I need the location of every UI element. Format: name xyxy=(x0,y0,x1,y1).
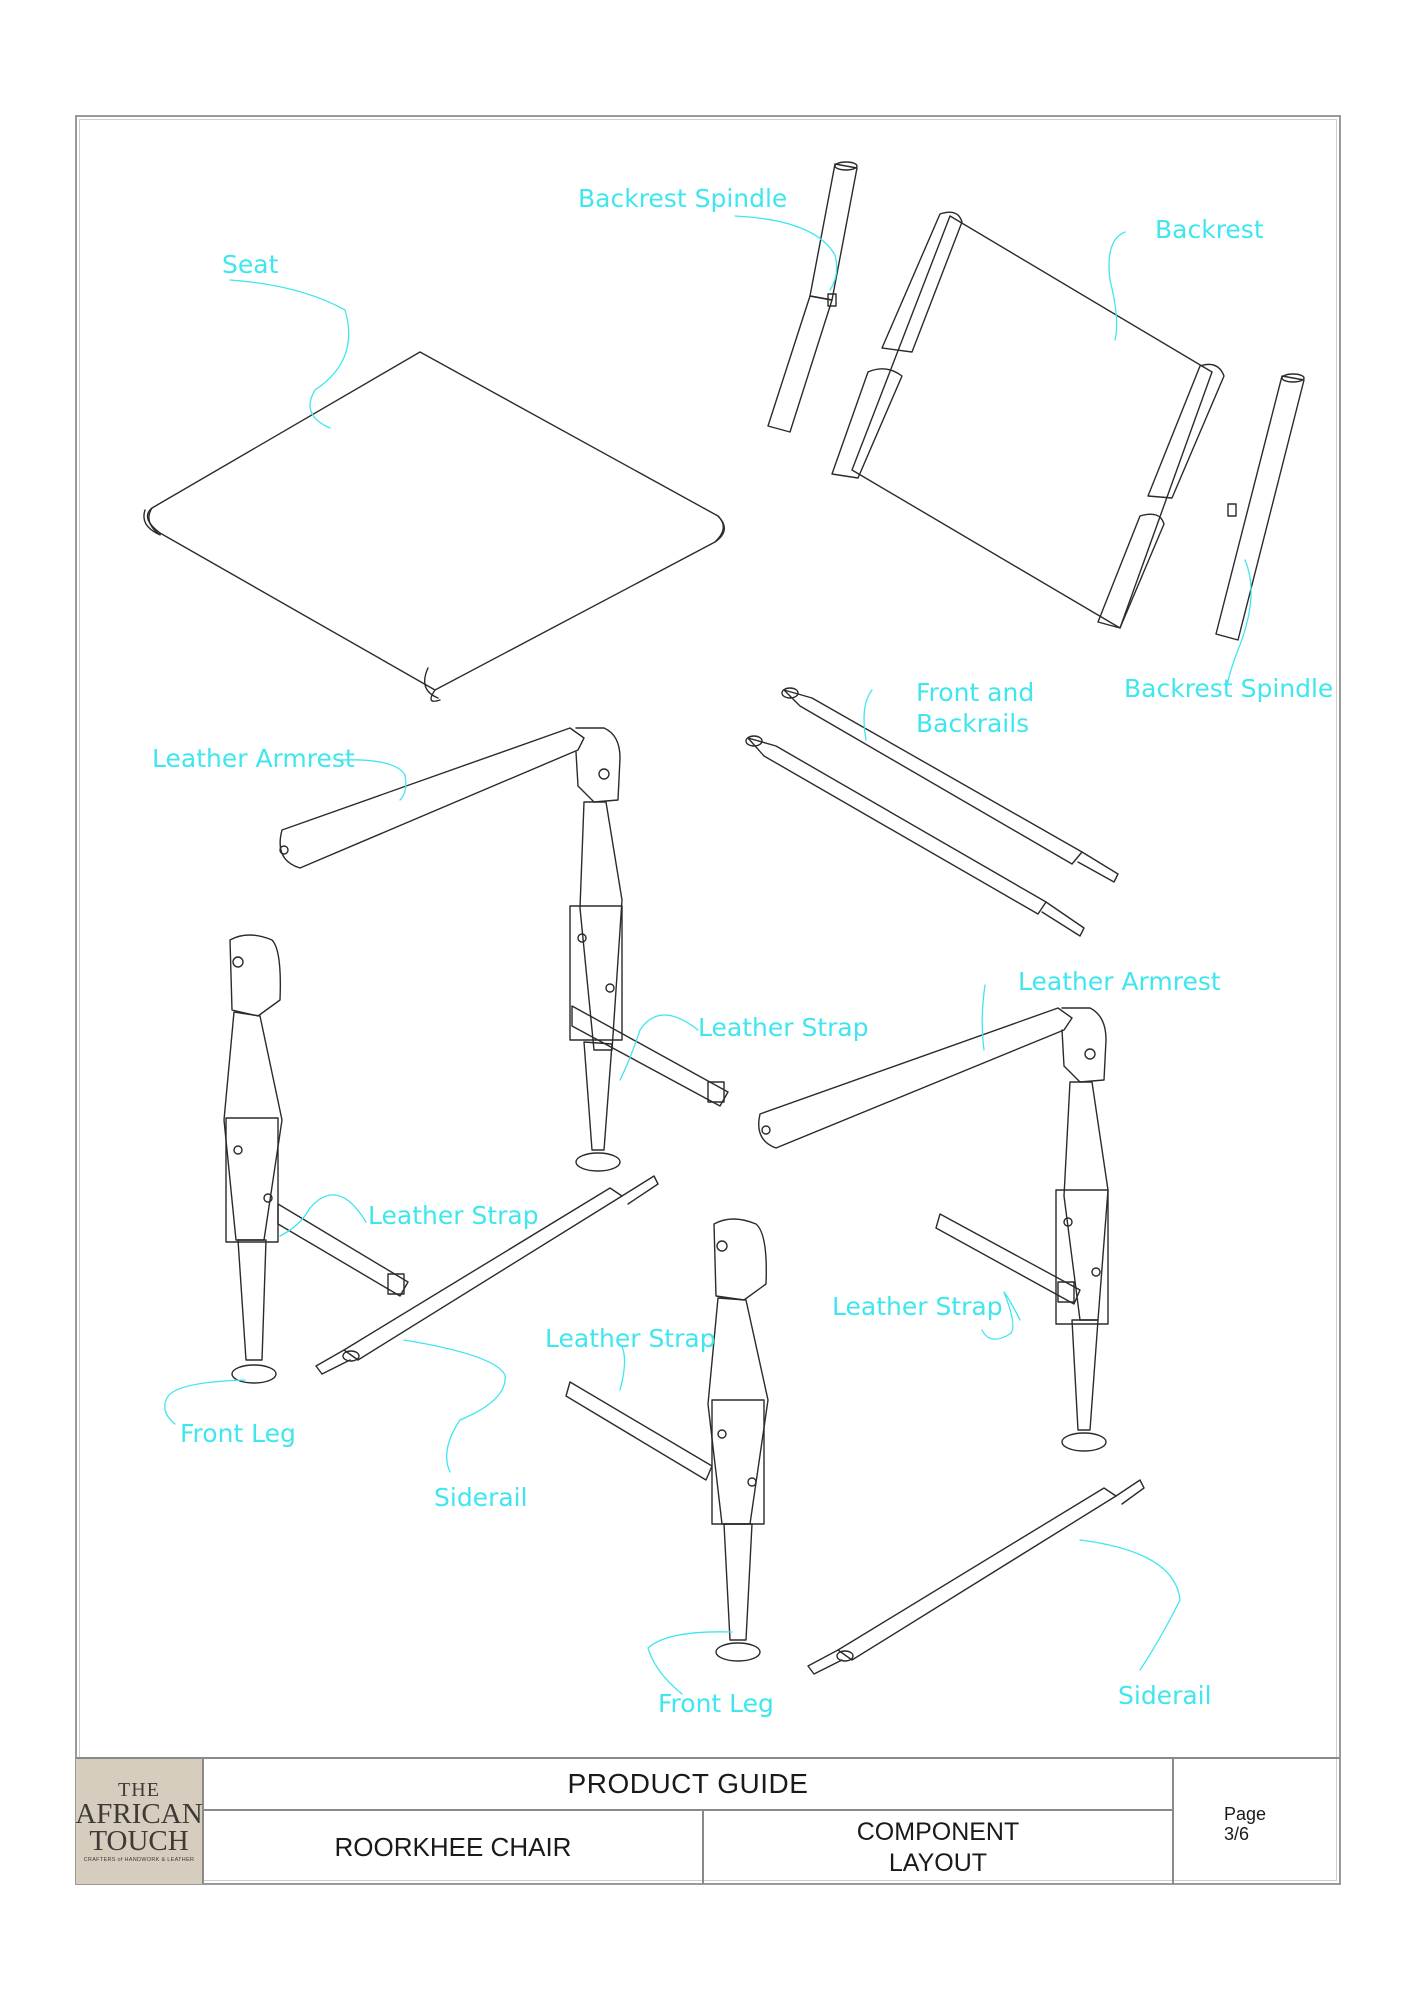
label-front-back-rails-1: Front and xyxy=(916,678,1035,707)
label-backrest-spindle-top: Backrest Spindle xyxy=(578,184,788,213)
label-armrest-left: Leather Armrest xyxy=(152,744,355,773)
label-strap-center: Leather Strap xyxy=(545,1324,716,1353)
page-indicator: Page 3/6 xyxy=(1174,1759,1340,1884)
backrest-spindle-top-part xyxy=(767,161,858,433)
drawing-border-inner xyxy=(79,119,1337,1881)
label-front-back-rails-2: Backrails xyxy=(916,709,1030,738)
product-name: ROORKHEE CHAIR xyxy=(204,1811,704,1884)
label-siderail-right: Siderail xyxy=(1118,1681,1212,1710)
front-back-rails xyxy=(745,687,1119,937)
label-backrest-spindle-right: Backrest Spindle xyxy=(1124,674,1334,703)
label-strap-upper: Leather Strap xyxy=(698,1013,869,1042)
back-leg-right-assembly xyxy=(758,1007,1109,1452)
backrest-panel xyxy=(831,211,1225,629)
back-leg-upper-assembly xyxy=(279,727,729,1172)
label-front-leg-left: Front Leg xyxy=(180,1419,296,1448)
component-drawing xyxy=(143,161,1305,1695)
drawing-border xyxy=(75,115,1341,1885)
seat-panel xyxy=(143,351,725,702)
siderail-right-part xyxy=(807,1479,1145,1675)
title-block: THE AFRICAN TOUCH CRAFTERS of HANDWORK &… xyxy=(75,1757,1340,1884)
logo-the: THE xyxy=(118,1779,160,1801)
front-leg-left-part xyxy=(223,934,409,1384)
backrest-spindle-right-part xyxy=(1215,373,1305,641)
label-seat: Seat xyxy=(222,250,279,279)
label-front-leg-center: Front Leg xyxy=(658,1689,774,1718)
label-strap-left: Leather Strap xyxy=(368,1201,539,1230)
page-number: 3/6 xyxy=(1224,1824,1250,1844)
logo-african: AFRICAN xyxy=(75,1798,203,1830)
sheet-title-line2: LAYOUT xyxy=(888,1848,988,1877)
logo-touch: TOUCH xyxy=(89,1825,189,1857)
front-leg-center-part xyxy=(565,1218,769,1662)
sheet-title-line1: COMPONENT xyxy=(856,1817,1020,1846)
page-label: Page xyxy=(1224,1804,1267,1824)
logo-tagline: CRAFTERS of HANDWORK & LEATHER xyxy=(83,1857,195,1863)
label-backrest: Backrest xyxy=(1155,215,1264,244)
label-strap-right: Leather Strap xyxy=(832,1292,1003,1321)
label-armrest-right: Leather Armrest xyxy=(1018,967,1221,996)
leader-lines xyxy=(164,215,1252,1695)
siderail-left-part xyxy=(315,1175,659,1375)
sheet-title: COMPONENT LAYOUT xyxy=(704,1811,1174,1884)
company-logo: THE AFRICAN TOUCH CRAFTERS of HANDWORK &… xyxy=(75,1759,204,1884)
document-type: PRODUCT GUIDE xyxy=(204,1759,1174,1811)
label-siderail-left: Siderail xyxy=(434,1483,528,1512)
